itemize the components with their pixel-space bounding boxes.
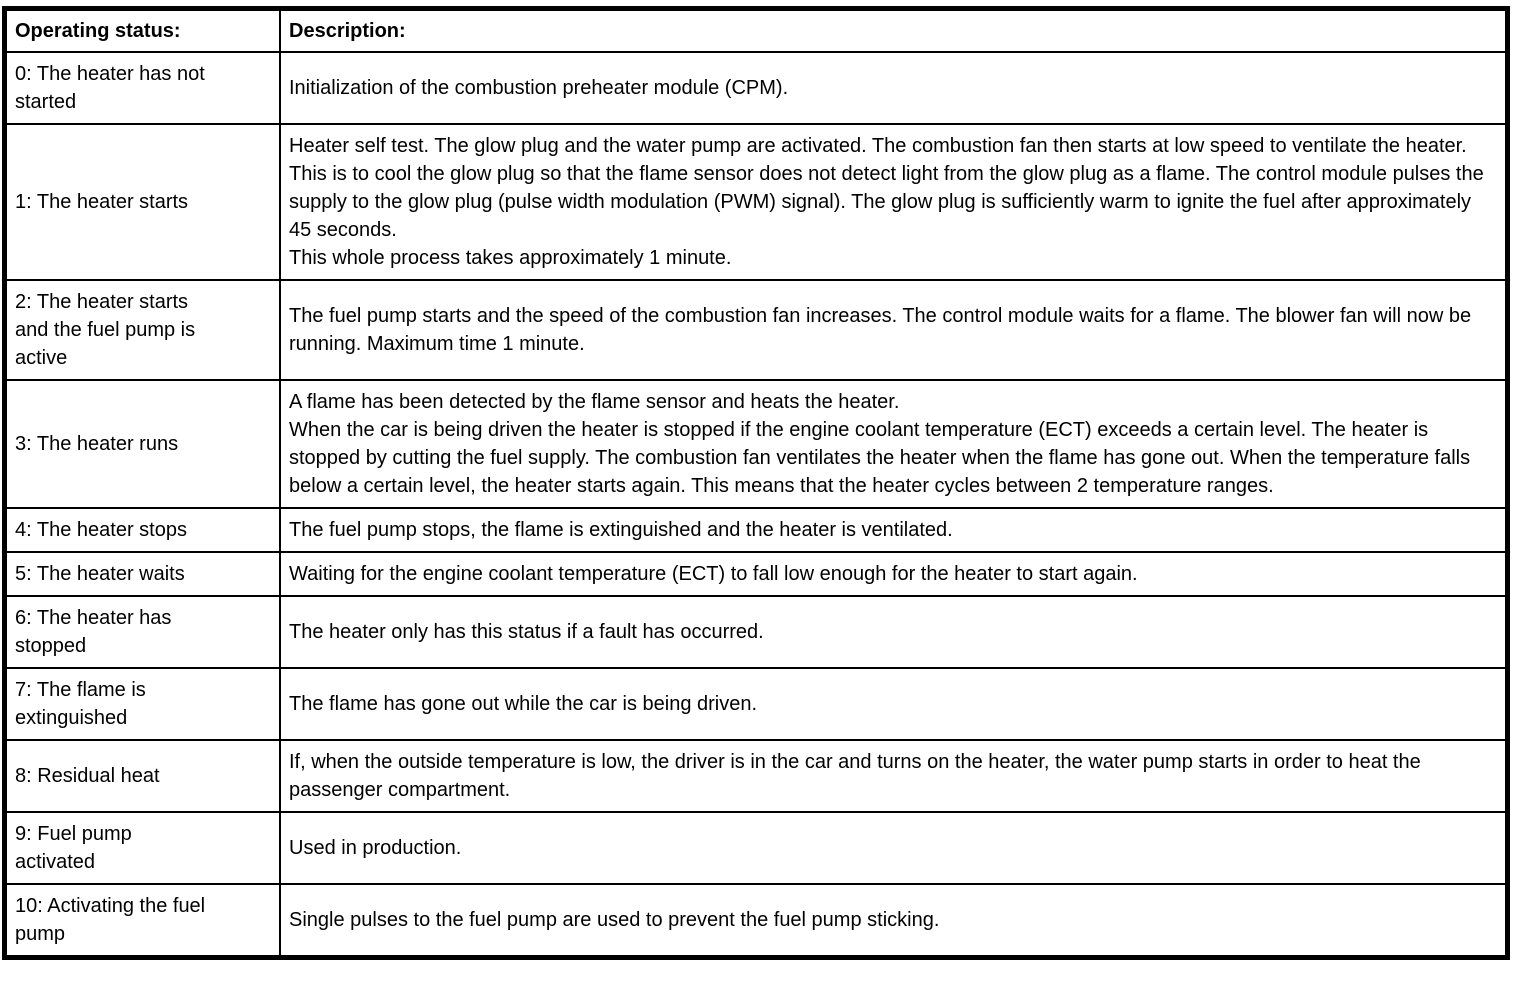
status-column-header: Operating status:: [3, 7, 281, 53]
description-column-header: Description:: [279, 7, 1509, 53]
description-cell: Used in production.: [279, 811, 1509, 885]
description-cell: The heater only has this status if a fau…: [279, 595, 1509, 669]
description-cell: Single pulses to the fuel pump are used …: [279, 883, 1509, 959]
status-cell: 1: The heater starts: [3, 123, 281, 281]
status-cell: 2: The heater starts and the fuel pump i…: [3, 279, 281, 381]
status-cell: 8: Residual heat: [3, 739, 281, 813]
status-cell: 3: The heater runs: [3, 379, 281, 509]
status-cell: 9: Fuel pump activated: [3, 811, 281, 885]
description-cell: The flame has gone out while the car is …: [279, 667, 1509, 741]
table-row: 2: The heater starts and the fuel pump i…: [3, 279, 1509, 381]
status-cell: 7: The flame is extinguished: [3, 667, 281, 741]
description-cell: If, when the outside temperature is low,…: [279, 739, 1509, 813]
description-cell: Waiting for the engine coolant temperatu…: [279, 551, 1509, 597]
status-cell: 4: The heater stops: [3, 507, 281, 553]
operating-status-table: Operating status: Description: 0: The he…: [2, 6, 1510, 960]
status-cell: 6: The heater has stopped: [3, 595, 281, 669]
status-cell: 5: The heater waits: [3, 551, 281, 597]
description-cell: Initialization of the combustion preheat…: [279, 51, 1509, 125]
description-cell: Heater self test. The glow plug and the …: [279, 123, 1509, 281]
description-cell: The fuel pump stops, the flame is exting…: [279, 507, 1509, 553]
header-row: Operating status: Description:: [3, 7, 1509, 53]
description-cell: A flame has been detected by the flame s…: [279, 379, 1509, 509]
status-cell: 0: The heater has not started: [3, 51, 281, 125]
description-cell: The fuel pump starts and the speed of th…: [279, 279, 1509, 381]
status-cell: 10: Activating the fuel pump: [3, 883, 281, 959]
